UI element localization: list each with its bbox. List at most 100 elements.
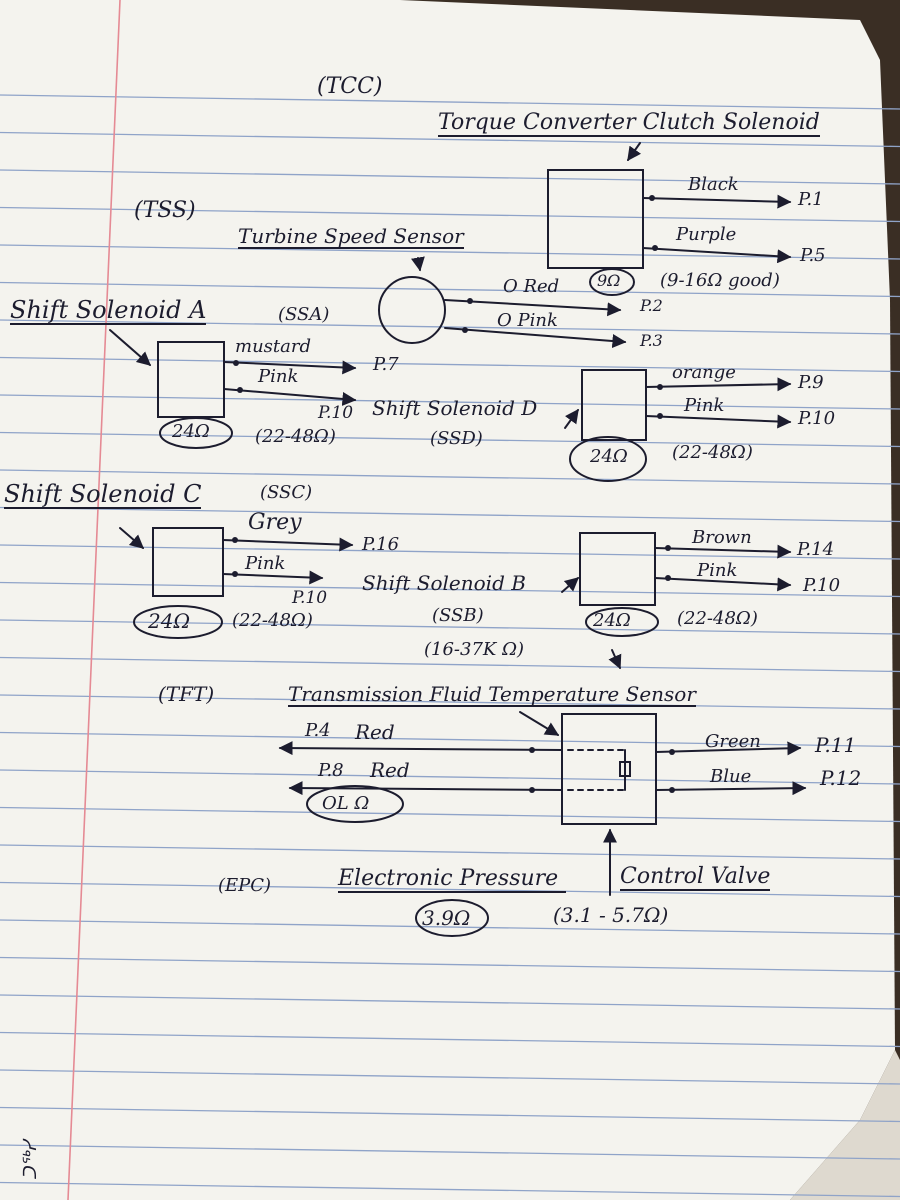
ruled-line — [0, 544, 900, 560]
ssc-pointer-arrow — [119, 527, 145, 549]
epc-resistance-circle — [415, 899, 489, 937]
ssb-wire2-color: Pink — [697, 560, 738, 581]
ruled-line — [0, 581, 900, 598]
ruled-line — [0, 1031, 900, 1048]
ssd-wire-orange — [645, 377, 792, 392]
ssa-abbreviation: (SSA) — [278, 304, 330, 325]
tss-wire2-pin: P.3 — [640, 331, 663, 350]
ssa-wire-pink — [223, 388, 357, 406]
ruled-line — [0, 394, 900, 410]
tss-abbreviation: (TSS) — [134, 198, 196, 223]
epc-spec: (3.1 - 5.7Ω) — [553, 903, 669, 927]
ssd-wire2-pin: P.10 — [798, 408, 836, 429]
ssc-spec: (22-48Ω) — [232, 610, 313, 631]
ssd-wire2-color: Pink — [684, 395, 725, 416]
epc-wire2-pin: P.12 — [820, 766, 862, 790]
ssb-wire-pink — [654, 577, 792, 592]
ssd-pointer-arrow — [564, 408, 579, 429]
tft-title: Transmission Fluid Temperature Sensor — [288, 682, 696, 707]
tcc-wire2-pin: P.5 — [800, 245, 826, 266]
tft-thermistor-symbol — [619, 761, 631, 777]
ruled-line — [0, 1181, 900, 1198]
ruled-line — [0, 244, 900, 260]
ssb-resistance-circle — [585, 607, 659, 637]
ssd-resistance-circle — [569, 436, 647, 482]
ssb-wire-brown — [654, 544, 792, 559]
ruled-line — [0, 94, 900, 110]
epc-title-part1: Electronic Pressure — [338, 868, 567, 893]
tcc-title: Torque Converter Clutch Solenoid — [438, 110, 820, 137]
ruled-line — [0, 169, 900, 185]
epc-wire1-color: Green — [705, 731, 761, 752]
page-curl — [790, 1050, 900, 1200]
tcc-pointer-arrow — [627, 142, 641, 162]
ruled-line — [0, 619, 900, 635]
epc-abbreviation: (EPC) — [218, 875, 272, 896]
ssa-wire2-pin: P.10 — [318, 403, 354, 423]
ssa-wire2-color: Pink — [258, 366, 299, 387]
ssd-resistance: 24Ω — [590, 446, 628, 467]
tft-wire1-pin: P.4 — [305, 720, 331, 741]
ssc-wire2-color: Pink — [245, 553, 286, 574]
ruled-line — [0, 769, 900, 785]
ssa-pointer-arrow — [109, 329, 152, 366]
ssd-wire1-pin: P.9 — [798, 372, 824, 393]
ssd-solenoid-box — [581, 369, 647, 441]
ssc-wire-grey — [222, 537, 354, 552]
tcc-solenoid-box — [547, 169, 644, 269]
ssa-title: Shift Solenoid A — [10, 296, 207, 325]
ssd-abbreviation: (SSD) — [430, 428, 483, 449]
ssb-pointer-arrow — [561, 577, 580, 593]
tcc-wire-purple — [642, 247, 792, 264]
tft-reading: OL Ω — [322, 793, 370, 814]
tft-wire1-color: Red — [355, 720, 395, 744]
ruled-line — [0, 469, 900, 485]
tcc-abbreviation: (TCC) — [317, 74, 383, 99]
ruled-line — [0, 1069, 900, 1085]
ssc-title: Shift Solenoid C — [4, 480, 202, 509]
ssd-title: Shift Solenoid D — [372, 396, 538, 420]
tft-wire2-color: Red — [370, 758, 410, 782]
ssb-wire2-pin: P.10 — [803, 575, 841, 596]
ruled-line — [0, 844, 900, 860]
ssc-abbreviation: (SSC) — [260, 482, 313, 503]
ruled-line — [0, 206, 900, 223]
ssa-resistance-circle — [159, 417, 233, 449]
ssb-range-arrow — [608, 649, 622, 670]
ssb-resistance: 24Ω — [593, 610, 631, 631]
margin-note: ᑐᖅᓯ — [20, 1141, 41, 1180]
tss-wire-pink — [444, 327, 627, 349]
ssb-solenoid-box — [579, 532, 656, 606]
ruled-line — [0, 994, 900, 1010]
ssa-spec: (22-48Ω) — [255, 426, 336, 447]
ssc-wire1-pin: P.16 — [362, 534, 400, 555]
ssa-solenoid-box — [157, 341, 225, 418]
ruled-line — [0, 656, 900, 673]
ssc-resistance-circle — [133, 605, 223, 639]
tss-wire2-color: O Pink — [497, 310, 558, 331]
ssa-resistance: 24Ω — [172, 421, 210, 442]
tcc-wire1-pin: P.1 — [798, 189, 824, 210]
epc-title-part2: Control Valve — [620, 864, 771, 891]
ruled-line — [0, 919, 900, 935]
ruled-line — [0, 1144, 900, 1160]
ssa-wire1-pin: P.7 — [373, 354, 399, 375]
ruled-line — [0, 806, 900, 823]
epc-resistance: 3.9Ω — [422, 906, 471, 930]
ruled-line — [0, 881, 900, 898]
tft-epc-box — [561, 713, 657, 825]
ruled-line — [0, 431, 900, 448]
tft-reading-circle — [306, 785, 404, 823]
ssb-wire1-pin: P.14 — [797, 539, 835, 560]
tcc-resistance-circle — [589, 268, 635, 296]
ssb-title: Shift Solenoid B — [362, 571, 526, 595]
ssc-resistance: 24Ω — [148, 609, 191, 633]
tft-spec: (16-37K Ω) — [424, 639, 525, 660]
ssa-wire1-color: mustard — [235, 336, 311, 357]
ssd-wire1-color: orange — [672, 362, 736, 383]
tss-sensor-circle — [378, 276, 446, 344]
ruled-line — [0, 319, 900, 335]
ssc-wire1-color: Grey — [248, 510, 302, 535]
